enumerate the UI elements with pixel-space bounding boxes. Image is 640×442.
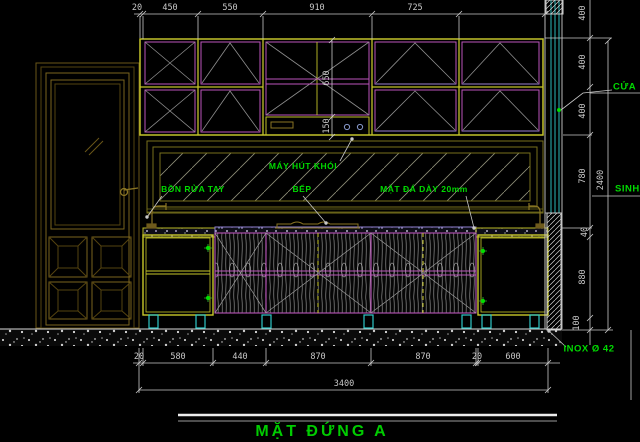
label-countertop: MẶT ĐÁ DÀY 20mm — [380, 184, 468, 194]
dim-cab-150: 150 — [322, 118, 332, 134]
sink-cabinet — [142, 234, 214, 316]
drawing-title: MẶT ĐỨNG A — [255, 423, 389, 440]
label-glass-door: CỬA — [613, 81, 637, 93]
dim-cab-650: 650 — [322, 70, 332, 86]
right-wall — [544, 0, 564, 331]
label-inox-legs: INOX Ø 42 — [563, 343, 615, 355]
dim-right-880: 880 — [578, 269, 588, 285]
glass-symbol — [84, 137, 104, 156]
dim-right-780: 780 — [578, 168, 588, 184]
dim-overall-2400: 2400 — [596, 169, 606, 191]
label-partition: SINH — [615, 183, 640, 195]
door-bottom-panels — [48, 236, 132, 320]
dim-right-100: 100 — [572, 315, 582, 331]
dim-bot-440: 440 — [232, 352, 248, 362]
dim-right-40: 40 — [580, 226, 590, 238]
wall-section-top — [545, 0, 564, 15]
backsplash-panel — [146, 140, 544, 214]
dim-bot-600: 600 — [505, 352, 521, 362]
leader-lines — [145, 89, 640, 348]
range-hood-front — [265, 116, 370, 136]
title-underline — [178, 413, 557, 422]
dim-bot-870a: 870 — [310, 352, 326, 362]
hood-button-icon — [343, 123, 351, 131]
dim-top-450: 450 — [162, 3, 178, 13]
upper-cabinets — [139, 38, 544, 136]
dim-bot-870b: 870 — [415, 352, 431, 362]
upper-door-lift — [200, 41, 261, 133]
right-cabinet — [477, 234, 549, 316]
door-glass-panel — [50, 79, 125, 230]
upper-door-tall — [265, 41, 370, 116]
right-faucet-icon — [528, 203, 545, 229]
dim-top-20: 20 — [131, 3, 143, 13]
wall-column-section — [546, 212, 562, 331]
dim-right-400c: 400 — [578, 103, 588, 119]
base-cabinets — [142, 232, 549, 329]
stove-icon — [275, 221, 360, 229]
floor-hatch — [0, 328, 562, 346]
cabinet-legs — [148, 314, 540, 329]
dim-bot-20b: 20 — [471, 352, 483, 362]
label-range-hood: MÁY HÚT KHÓI — [268, 161, 338, 171]
dim-overall-3400: 3400 — [333, 379, 355, 389]
dimension-lines — [133, 0, 640, 400]
door-handle-icon — [119, 187, 139, 197]
wood-doors — [214, 232, 477, 314]
dim-bot-20: 20 — [133, 352, 145, 362]
dim-top-725: 725 — [407, 3, 423, 13]
hood-handle — [270, 121, 294, 129]
entry-door — [35, 62, 140, 329]
dim-bot-580: 580 — [170, 352, 186, 362]
upper-door-x — [144, 41, 196, 133]
dim-right-400b: 400 — [578, 54, 588, 70]
label-sink: BỒN RỬA TAY — [161, 184, 225, 194]
glass-door-panel — [550, 0, 560, 213]
hood-button-icon — [356, 123, 364, 131]
label-stove: BẾP — [292, 184, 312, 194]
dim-top-550: 550 — [222, 3, 238, 13]
glass-marker-dot — [557, 108, 561, 112]
cabinet-knob-icon — [204, 244, 487, 305]
dim-top-910: 910 — [309, 3, 325, 13]
dim-right-400a: 400 — [578, 5, 588, 21]
